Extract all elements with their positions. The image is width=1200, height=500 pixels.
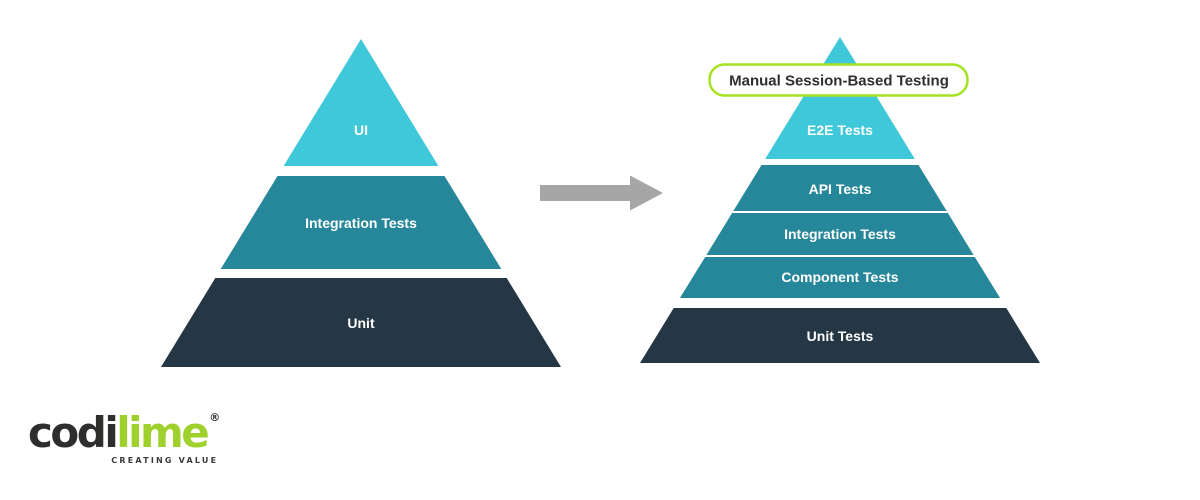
codilime-wordmark: codilime®	[28, 412, 220, 454]
manual-testing-badge-label: Manual Session-Based Testing	[729, 73, 949, 90]
right-tier-api-shape	[733, 165, 947, 211]
left-tier-unit-shape	[161, 278, 561, 367]
right-tier-component-shape	[679, 257, 1001, 298]
right-tier-integration-label: Integration Tests	[784, 226, 896, 242]
left-tier-ui-shape	[283, 39, 439, 166]
manual-testing-badge	[708, 63, 969, 97]
right-tier-unit-label: Unit Tests	[807, 328, 874, 344]
registered-trademark-icon: ®	[209, 411, 221, 424]
left-tier-integration-shape	[220, 176, 502, 269]
logo-tagline: CREATING VALUE	[111, 456, 219, 465]
left-tier-ui-label: UI	[354, 122, 368, 138]
right-pyramid: Manual Session-Based Testing E2E Tests A…	[640, 37, 1040, 363]
logo-text-codi: codi	[28, 408, 119, 457]
right-pyramid-tip-shape	[824, 37, 856, 63]
right-tier-integration-shape	[706, 213, 974, 255]
right-tier-api-label: API Tests	[809, 181, 872, 197]
left-pyramid: UI Integration Tests Unit	[161, 39, 561, 367]
codilime-logo: codilime® CREATING VALUE	[28, 412, 220, 465]
left-tier-unit-label: Unit	[347, 315, 375, 331]
right-tier-component-label: Component Tests	[781, 269, 898, 285]
arrow-right-icon	[540, 175, 663, 211]
logo-text-lime: lime	[116, 408, 210, 457]
right-tier-unit-shape	[640, 308, 1040, 363]
left-tier-integration-label: Integration Tests	[305, 215, 417, 231]
right-tier-e2e-shape	[765, 63, 915, 159]
right-tier-e2e-label: E2E Tests	[807, 122, 873, 138]
